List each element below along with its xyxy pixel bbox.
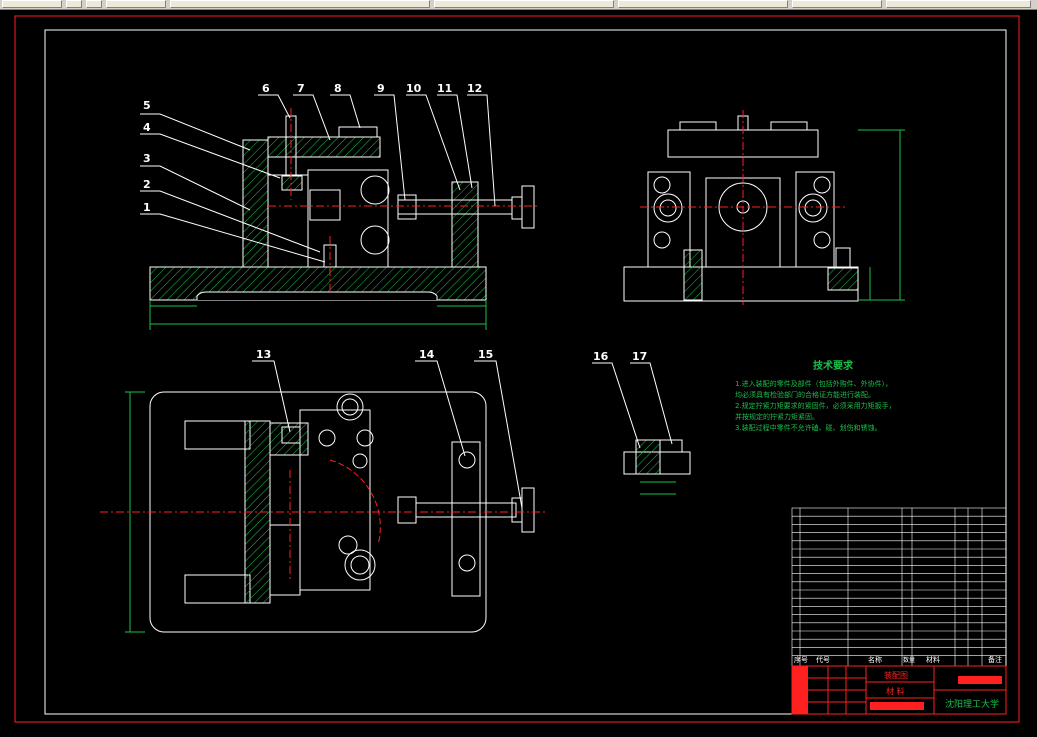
assembly-drawing: 5 4 3 2 1 6 7 8 9 10 11 12 13 14 15 16 1… [14,15,1020,723]
leaders-front [140,94,496,263]
balloon-8: 8 [334,82,342,95]
inner-border [44,29,1007,715]
side-view [623,110,905,305]
bom-table [791,507,1007,667]
toolbar-button[interactable] [66,0,82,8]
title-material: 材 料 [886,686,905,696]
balloon-17: 17 [632,350,647,363]
balloon-12: 12 [467,82,482,95]
toolbar-button[interactable] [2,0,62,8]
color-dropdown[interactable] [434,0,614,8]
layer-dropdown[interactable] [170,0,430,8]
toolbar [0,0,1037,10]
toolbar-button[interactable] [106,0,166,8]
balloon-3: 3 [143,152,151,165]
bom-header-code: 代号 [816,655,830,664]
bom-header-name: 名称 [868,655,882,664]
balloon-6: 6 [262,82,270,95]
detail-view [592,362,691,495]
title-school: 沈阳理工大学 [945,698,999,710]
balloon-15: 15 [478,348,493,361]
balloon-labels: 5 4 3 2 1 6 7 8 9 10 11 12 13 14 15 16 1… [143,82,647,363]
bom-header-material: 材料 [926,655,940,664]
balloon-11: 11 [437,82,452,95]
lineweight-dropdown[interactable] [792,0,882,8]
balloon-10: 10 [406,82,422,95]
tech-line-1: 1.进入装配的零件及部件（包括外购件、外协件）， [735,379,892,388]
drawing-canvas[interactable]: 5 4 3 2 1 6 7 8 9 10 11 12 13 14 15 16 1… [0,10,1037,733]
tech-line-3: 2.规定拧紧力矩要求的紧固件，必须采用力矩扳手， [735,401,896,410]
balloon-5: 5 [143,99,151,112]
top-view [100,391,545,633]
linetype-dropdown[interactable] [618,0,788,8]
technical-requirements: 技术要求 1.进入装配的零件及部件（包括外购件、外协件）， 均必须具有检验部门的… [735,359,896,432]
title-block [791,665,1007,715]
outer-border [14,15,1020,723]
balloon-7: 7 [297,82,305,95]
toolbar-button[interactable] [86,0,102,8]
bom-header-remark: 备注 [988,655,1002,664]
front-view [149,108,540,330]
leaders-top [252,360,523,509]
balloon-4: 4 [143,121,151,134]
tech-line-4: 并按规定的拧紧力矩紧固。 [735,412,819,421]
title-drawing: 装配图 [884,670,908,680]
balloon-1: 1 [143,201,151,214]
tech-title: 技术要求 [813,359,854,372]
balloon-2: 2 [143,178,151,191]
balloon-16: 16 [593,350,609,363]
bom-header-qty: 数量 [903,656,915,664]
plotstyle-dropdown[interactable] [886,0,1031,8]
tech-line-5: 3.装配过程中零件不允许磕、碰、划伤和锈蚀。 [735,423,882,432]
balloon-9: 9 [377,82,385,95]
tech-line-2: 均必须具有检验部门的合格证方能进行装配。 [735,390,875,399]
balloon-13: 13 [256,348,271,361]
balloon-14: 14 [419,348,435,361]
bom-header: 序号 代号 名称 数量 材料 备注 [794,655,1002,664]
bom-header-seq: 序号 [794,655,808,664]
